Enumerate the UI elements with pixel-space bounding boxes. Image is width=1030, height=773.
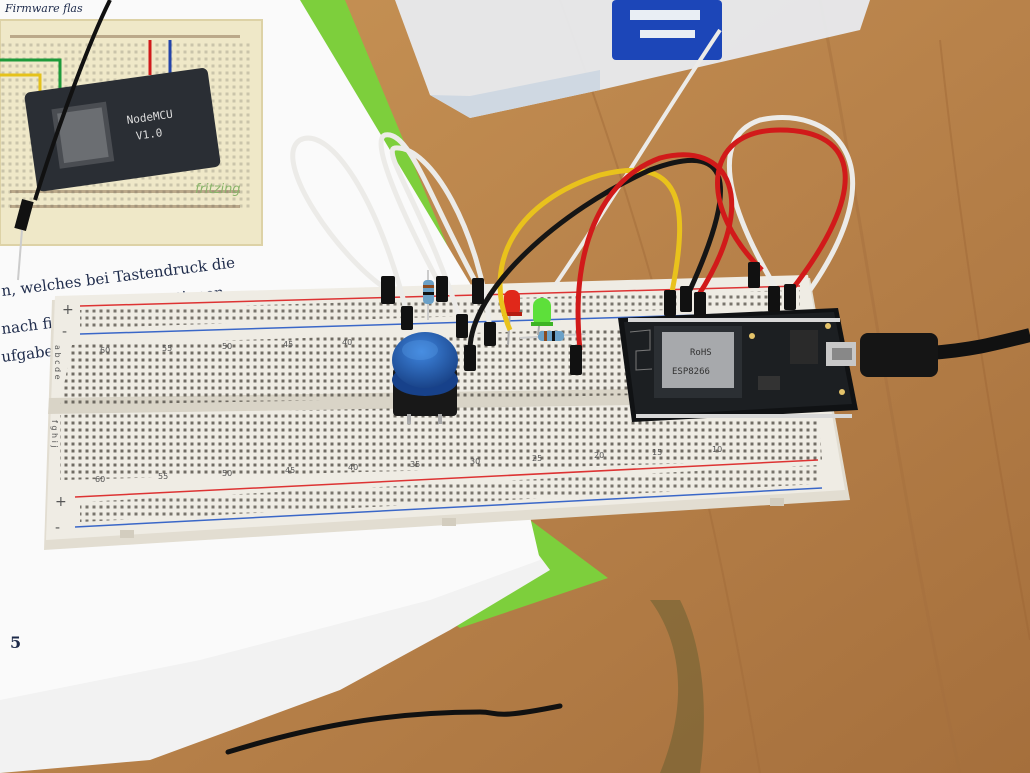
paper-page-number: 5	[10, 633, 21, 652]
plus-mark-top: +	[62, 302, 74, 318]
tick-label: 60	[95, 475, 105, 484]
resistor	[423, 270, 434, 320]
tick-label: 10	[712, 445, 722, 454]
module-brand: RoHS	[690, 348, 712, 358]
white-jumper-wire	[389, 145, 493, 331]
loose-wire	[225, 703, 563, 755]
probe-tip	[17, 229, 23, 281]
resistor	[519, 331, 586, 341]
top-tick-labels: 60 55 50 45 40	[100, 338, 352, 355]
tick-label: 55	[158, 472, 168, 481]
tick-label: 45	[283, 340, 293, 349]
jumper-pin-housings	[381, 262, 796, 375]
nodemcu-board: RoHS ESP8266	[618, 308, 858, 422]
bottom-tick-labels: 60 55 50 45 40 35 30 25 20 15 10	[95, 445, 722, 484]
usb-cable	[929, 328, 1030, 360]
tick-label: 35	[410, 460, 420, 469]
red-jumper-wire	[575, 152, 735, 351]
push-button	[392, 332, 458, 424]
minus-mark-bottom: -	[55, 520, 60, 536]
white-jumper-wire	[726, 115, 856, 297]
tick-label: 45	[285, 466, 295, 475]
tick-label: 15	[652, 448, 662, 457]
wood-grain	[939, 39, 1030, 641]
plastic-storage-box	[395, 0, 870, 118]
fritzing-diagram: NodeMCU V1.0 fritzing	[0, 19, 263, 246]
usb-plug	[860, 333, 938, 377]
row-letters-bottom: f g h i j	[50, 420, 59, 448]
white-jumper-wire	[290, 135, 411, 319]
minus-mark-top: -	[62, 324, 67, 340]
tick-label: 60	[100, 346, 110, 355]
tick-label: 20	[594, 451, 604, 460]
wood-stain	[650, 600, 704, 773]
diagram-board-version: V1.0	[135, 126, 163, 143]
diagram-board-name: NodeMCU	[126, 108, 174, 127]
green-led	[531, 298, 553, 336]
paper-top-line: Firmware flas	[4, 2, 83, 15]
tick-label: 40	[348, 463, 358, 472]
white-jumper-wire	[553, 28, 722, 287]
tick-label: 50	[222, 342, 232, 351]
tick-label: 55	[162, 344, 172, 353]
white-jumper-wire	[378, 132, 483, 292]
tick-label: 50	[222, 469, 232, 478]
tick-label: 40	[342, 338, 352, 347]
tick-label: 25	[532, 454, 542, 463]
fritzing-watermark: fritzing	[195, 182, 241, 197]
plus-mark-bottom: +	[55, 494, 67, 510]
yellow-jumper-wire	[497, 167, 683, 331]
probe-pin	[14, 198, 34, 232]
row-letters-top: a b c d e	[53, 345, 62, 380]
tick-label: 30	[470, 457, 480, 466]
probe-wire	[33, 0, 112, 201]
red-jumper-wire	[715, 127, 848, 294]
module-model: ESP8266	[672, 367, 710, 377]
